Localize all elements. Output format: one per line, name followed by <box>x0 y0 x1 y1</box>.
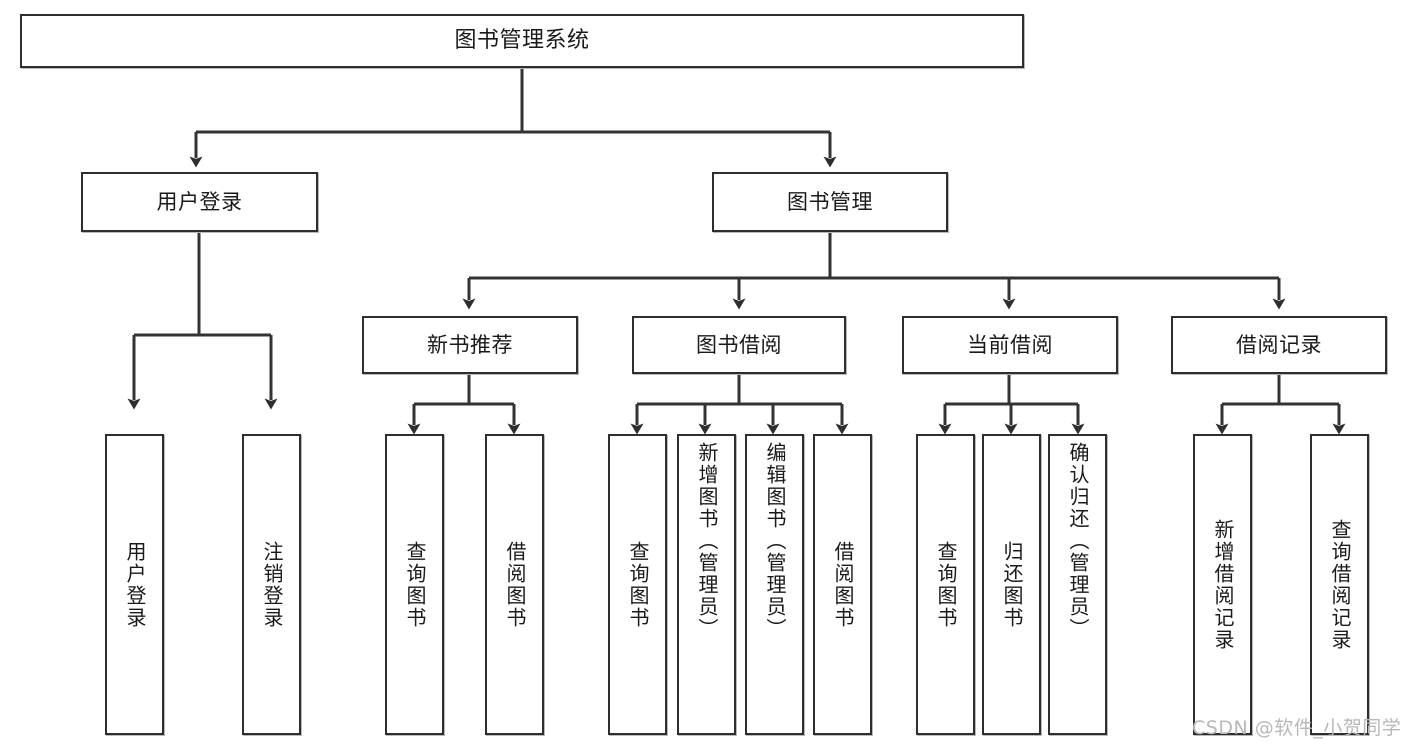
node-label: 用户登录 <box>156 189 243 214</box>
node-root-book-management-system[interactable]: 图书管理系统 <box>20 14 1024 68</box>
node-label: 确认归还（管理员） <box>1066 442 1090 640</box>
node-current-borrowing[interactable]: 当前借阅 <box>902 316 1118 374</box>
leaf-borrow-books-recommend[interactable]: 借阅图书 <box>485 434 544 735</box>
node-label: 归还图书 <box>1000 540 1024 629</box>
node-label: 查询图书 <box>403 540 427 629</box>
csdn-watermark: CSDN @软件_小贺同学 <box>1192 717 1402 739</box>
leaf-query-borrow-record[interactable]: 查询借阅记录 <box>1310 434 1369 735</box>
leaf-borrow-books[interactable]: 借阅图书 <box>813 434 872 735</box>
node-label: 新增图书（管理员） <box>695 442 719 640</box>
node-label: 图书管理系统 <box>454 28 590 54</box>
leaf-return-books[interactable]: 归还图书 <box>982 434 1041 735</box>
node-label: 用户登录 <box>123 540 147 629</box>
node-label: 当前借阅 <box>967 332 1053 357</box>
leaf-confirm-return-admin[interactable]: 确认归还（管理员） <box>1048 434 1107 735</box>
node-user-login[interactable]: 用户登录 <box>81 172 318 232</box>
leaf-add-borrow-record[interactable]: 新增借阅记录 <box>1193 434 1252 735</box>
node-label: 新增借阅记录 <box>1211 518 1235 651</box>
leaf-query-books-recommend[interactable]: 查询图书 <box>385 434 444 735</box>
node-borrow-records[interactable]: 借阅记录 <box>1171 316 1387 374</box>
leaf-query-books-current[interactable]: 查询图书 <box>916 434 975 735</box>
node-label: 查询图书 <box>626 540 650 629</box>
node-label: 新书推荐 <box>427 332 513 357</box>
node-label: 注销登录 <box>260 540 284 629</box>
leaf-edit-book-admin[interactable]: 编辑图书（管理员） <box>745 434 804 735</box>
node-new-book-recommendation[interactable]: 新书推荐 <box>362 316 578 374</box>
node-label: 借阅记录 <box>1236 332 1322 357</box>
node-label: 借阅图书 <box>831 540 855 629</box>
node-book-management[interactable]: 图书管理 <box>712 172 948 232</box>
leaf-logout[interactable]: 注销登录 <box>242 434 301 735</box>
node-label: 查询图书 <box>934 540 958 629</box>
node-book-borrowing[interactable]: 图书借阅 <box>632 316 846 374</box>
node-label: 图书管理 <box>787 189 873 214</box>
leaf-query-books-borrow[interactable]: 查询图书 <box>608 434 667 735</box>
node-label: 借阅图书 <box>503 540 527 629</box>
leaf-add-book-admin[interactable]: 新增图书（管理员） <box>677 434 736 735</box>
leaf-user-login[interactable]: 用户登录 <box>105 434 164 735</box>
node-label: 查询借阅记录 <box>1328 518 1352 651</box>
node-label: 编辑图书（管理员） <box>763 442 787 640</box>
node-label: 图书借阅 <box>696 332 782 357</box>
